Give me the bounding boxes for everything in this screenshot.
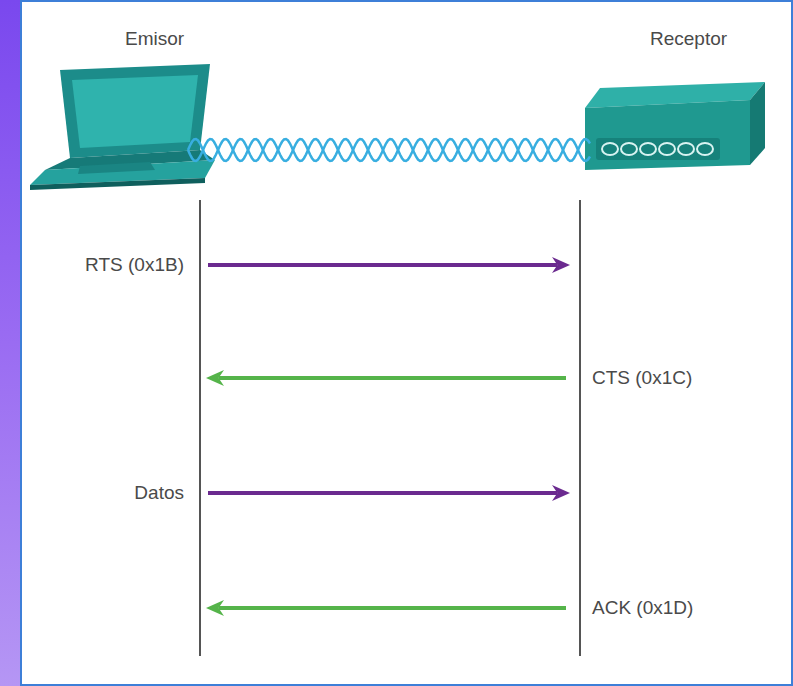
device-lane: Emisor bbox=[30, 20, 200, 656]
cable bbox=[188, 139, 590, 161]
router-ports bbox=[602, 143, 713, 155]
message-arrow bbox=[206, 600, 566, 616]
message-arrow bbox=[206, 370, 566, 386]
cable bbox=[188, 139, 590, 161]
lifeline bbox=[579, 200, 581, 656]
port bbox=[621, 143, 637, 155]
lifeline bbox=[199, 200, 201, 656]
side-strip bbox=[0, 0, 22, 686]
message-arrow bbox=[208, 257, 570, 273]
port bbox=[602, 143, 618, 155]
message-label: RTS (0x1B) bbox=[83, 254, 186, 276]
port bbox=[659, 143, 675, 155]
device-lane: Receptor bbox=[580, 20, 765, 656]
port bbox=[640, 143, 656, 155]
router bbox=[585, 82, 765, 170]
port bbox=[697, 143, 713, 155]
message-label: ACK (0x1D) bbox=[590, 597, 695, 619]
message-label: Datos bbox=[132, 482, 186, 504]
message-arrow bbox=[208, 485, 570, 501]
message-label: CTS (0x1C) bbox=[590, 367, 694, 389]
port bbox=[678, 143, 694, 155]
laptop bbox=[30, 64, 215, 190]
device-label: Receptor bbox=[650, 28, 727, 50]
device-label: Emisor bbox=[125, 28, 184, 50]
